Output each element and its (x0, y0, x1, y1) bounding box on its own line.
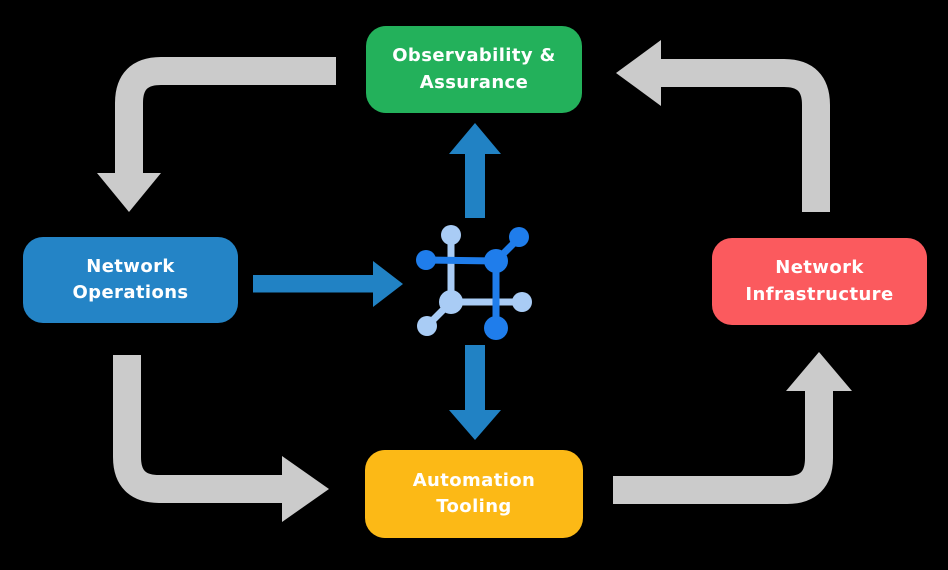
node-observability-assurance: Observability & Assurance (366, 26, 582, 113)
arrow-head-down (97, 173, 161, 212)
icon-node-dot (484, 316, 508, 340)
arrow-infrastructure-to-observability (616, 40, 830, 212)
icon-light-dots (417, 225, 532, 336)
node-network-infrastructure: Network Infrastructure (712, 238, 927, 325)
arrow-shaft (659, 59, 830, 212)
node-label: Network Infrastructure (745, 257, 894, 305)
icon-node-dot (484, 249, 508, 273)
arrow-head-down (449, 410, 501, 440)
arrow-shaft (613, 390, 833, 504)
arrow-observability-to-operations (97, 57, 336, 212)
arrow-head-right (373, 261, 403, 307)
icon-node-dot (512, 292, 532, 312)
arrow-shaft (465, 345, 485, 411)
arrow-automation-to-infrastructure (613, 352, 852, 504)
arrow-shaft (115, 57, 336, 176)
node-label: Network Operations (72, 255, 189, 303)
node-label: Observability & Assurance (392, 45, 556, 93)
icon-node-dot (509, 227, 529, 247)
arrow-shaft (465, 152, 485, 218)
icon-node-dot (439, 290, 463, 314)
node-label: Automation Tooling (412, 469, 536, 517)
node-automation-tooling: Automation Tooling (365, 450, 583, 538)
arrow-shaft (253, 275, 373, 293)
arrow-operations-to-center (253, 261, 403, 307)
arrow-head-right (282, 456, 329, 522)
arrow-head-up (786, 352, 852, 391)
network-automation-icon (416, 225, 532, 340)
icon-node-dot (441, 225, 461, 245)
arrow-shaft (113, 355, 284, 503)
icon-dark-dots (416, 227, 529, 340)
arrow-center-to-automation (449, 345, 501, 440)
arrow-operations-to-automation (113, 355, 329, 522)
node-network-operations: Network Operations (23, 237, 238, 323)
arrow-head-left (616, 40, 661, 106)
icon-node-dot (416, 250, 436, 270)
arrow-center-to-observability (449, 123, 501, 218)
icon-node-dot (417, 316, 437, 336)
arrow-head-up (449, 123, 501, 154)
